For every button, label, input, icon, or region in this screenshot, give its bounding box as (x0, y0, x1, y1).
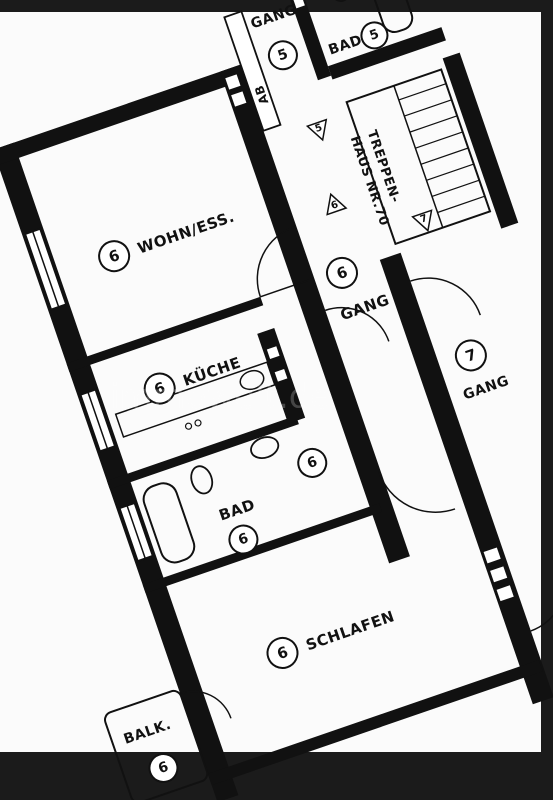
wall-kueche-bad (106, 415, 299, 490)
bathtub (142, 482, 196, 564)
room-number-bad-2 (297, 447, 328, 478)
kitchen-counter (114, 361, 276, 438)
stair-triangle-top: 5 (314, 122, 324, 135)
room-number-bad-top (360, 21, 389, 50)
wall-shaft (219, 64, 410, 564)
toilet (190, 465, 214, 495)
room-number-kueche (143, 372, 176, 405)
sink (250, 436, 280, 459)
wall-bad-schlafen (142, 503, 382, 594)
room-number-bad (228, 524, 259, 555)
wall-bottom (207, 659, 543, 786)
room-number-gang-top (267, 40, 298, 71)
watermark: immowelt.de (110, 377, 331, 417)
door-gang (325, 306, 390, 342)
room-number-balkon (148, 752, 179, 783)
label-ab: AB (252, 83, 272, 106)
room-number-gang (325, 256, 358, 289)
room-number-schlafen (266, 636, 299, 669)
room-number-gang-right (454, 339, 487, 372)
wall-wohn-kueche (66, 296, 264, 373)
stair-triangle-bottom: 7 (419, 213, 429, 226)
door-wohn (256, 226, 295, 298)
wall-top (0, 65, 244, 165)
door-schlafen (378, 471, 456, 513)
balcony (104, 689, 209, 800)
room-number-wohn (98, 240, 131, 273)
stair-triangle-mid: 6 (330, 199, 340, 212)
